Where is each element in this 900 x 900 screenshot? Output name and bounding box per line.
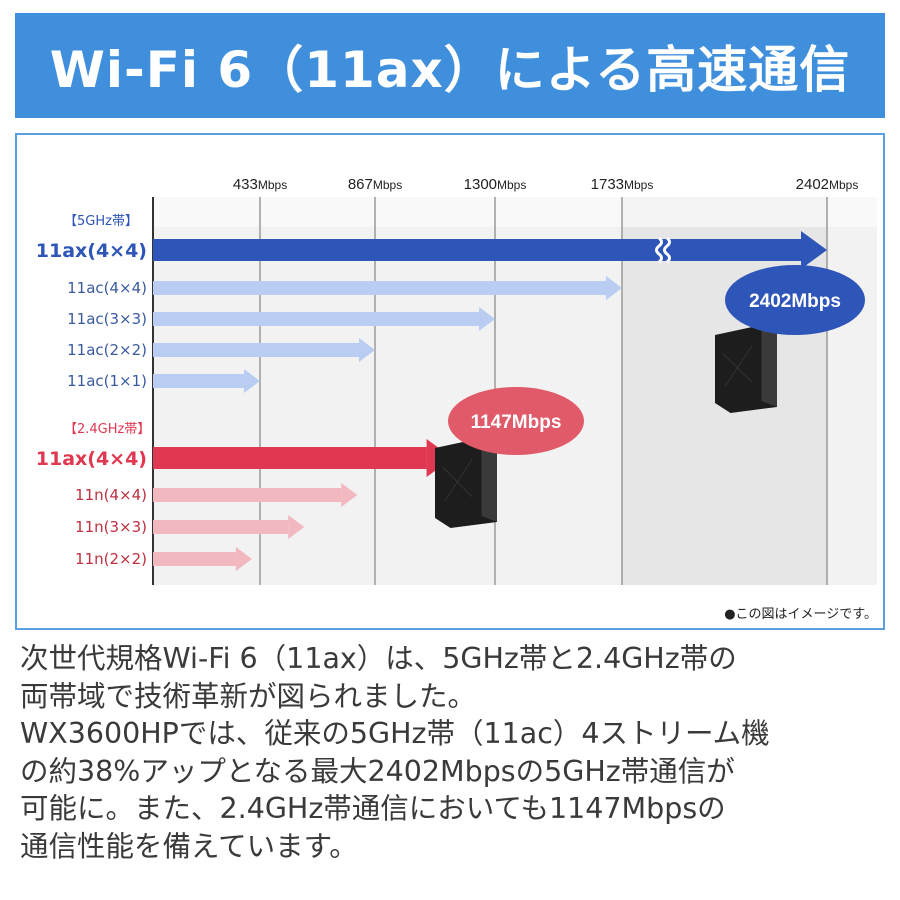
description-line: WX3600HPでは、従来の5GHz帯（11ac）4ストリーム機 — [20, 717, 770, 750]
break-mark — [655, 236, 663, 264]
bar-arrowhead — [244, 369, 260, 393]
tick-label: 867Mbps — [348, 176, 402, 193]
bar-label: 11n(2×2) — [75, 550, 147, 568]
bar-arrowhead — [479, 307, 495, 331]
tick-label: 1733Mbps — [591, 176, 654, 193]
tick-label: 1300Mbps — [464, 176, 527, 193]
bar — [153, 447, 427, 469]
description-line: 両帯域で技術革新が図られました。 — [20, 679, 477, 713]
description-line: 通信性能を備えています。 — [20, 829, 358, 863]
bar — [153, 239, 801, 261]
bar-arrowhead — [801, 231, 827, 269]
bar-arrowhead — [606, 276, 622, 300]
bar — [153, 281, 606, 295]
callout-bubble — [448, 387, 584, 455]
description: 次世代規格Wi-Fi 6（11ax）は、5GHz帯と2.4GHz帯の 両帯域で技… — [20, 640, 890, 865]
tick-label: 2402Mbps — [796, 176, 859, 193]
bar-arrowhead — [359, 338, 375, 362]
bar-label: 11ac(4×4) — [67, 279, 147, 297]
bar — [153, 343, 359, 357]
bar-label: 11ax(4×4) — [36, 448, 147, 470]
speed-chart: 433Mbps 867Mbps 1300Mbps 1733Mbps 2402Mbps 【5… — [15, 133, 885, 630]
router-image-side — [481, 438, 497, 522]
bar-label: 11n(3×3) — [75, 518, 147, 536]
bar-arrowhead — [288, 515, 305, 539]
image-note: ●この図はイメージです。 — [724, 607, 877, 622]
group-label: 【2.4GHz帯】 — [64, 422, 150, 437]
router-image-detail — [444, 458, 473, 502]
bar-label: 11ac(3×3) — [67, 310, 147, 328]
router-image-detail — [724, 345, 753, 387]
description-line: 次世代規格Wi-Fi 6（11ax）は、5GHz帯と2.4GHz帯の — [20, 642, 737, 675]
bar-label: 11ax(4×4) — [36, 240, 147, 262]
break-mark — [663, 236, 671, 264]
tick-label: 433Mbps — [233, 176, 287, 193]
group-label: 【5GHz帯】 — [64, 214, 138, 229]
bar — [153, 312, 479, 326]
banner-title: Wi-Fi 6（11ax）による高速通信 — [49, 40, 851, 99]
bar-arrowhead — [341, 483, 358, 507]
bar — [153, 520, 289, 534]
router-image-side — [761, 325, 777, 407]
bar-label: 11ac(1×1) — [67, 372, 147, 390]
description-line: の約38%アップとなる最大2402Mbpsの5GHz帯通信が — [20, 754, 735, 788]
plot-fade — [153, 197, 877, 227]
callout-label: 2402Mbps — [749, 291, 841, 312]
bar — [153, 552, 236, 566]
speed-chart-svg: 433Mbps 867Mbps 1300Mbps 1733Mbps 2402Mbps 【5… — [36, 176, 877, 585]
bar — [153, 374, 244, 388]
bar-label: 11n(4×4) — [75, 486, 147, 504]
callout-bubble — [725, 265, 865, 335]
bar — [153, 488, 342, 502]
bar-arrowhead — [235, 547, 252, 571]
title-banner: Wi-Fi 6（11ax）による高速通信 — [15, 13, 885, 118]
callout-label: 1147Mbps — [471, 412, 562, 433]
bar-label: 11ac(2×2) — [67, 341, 147, 359]
description-line: 可能に。また、2.4GHz帯通信においても1147Mbpsの — [20, 792, 726, 825]
